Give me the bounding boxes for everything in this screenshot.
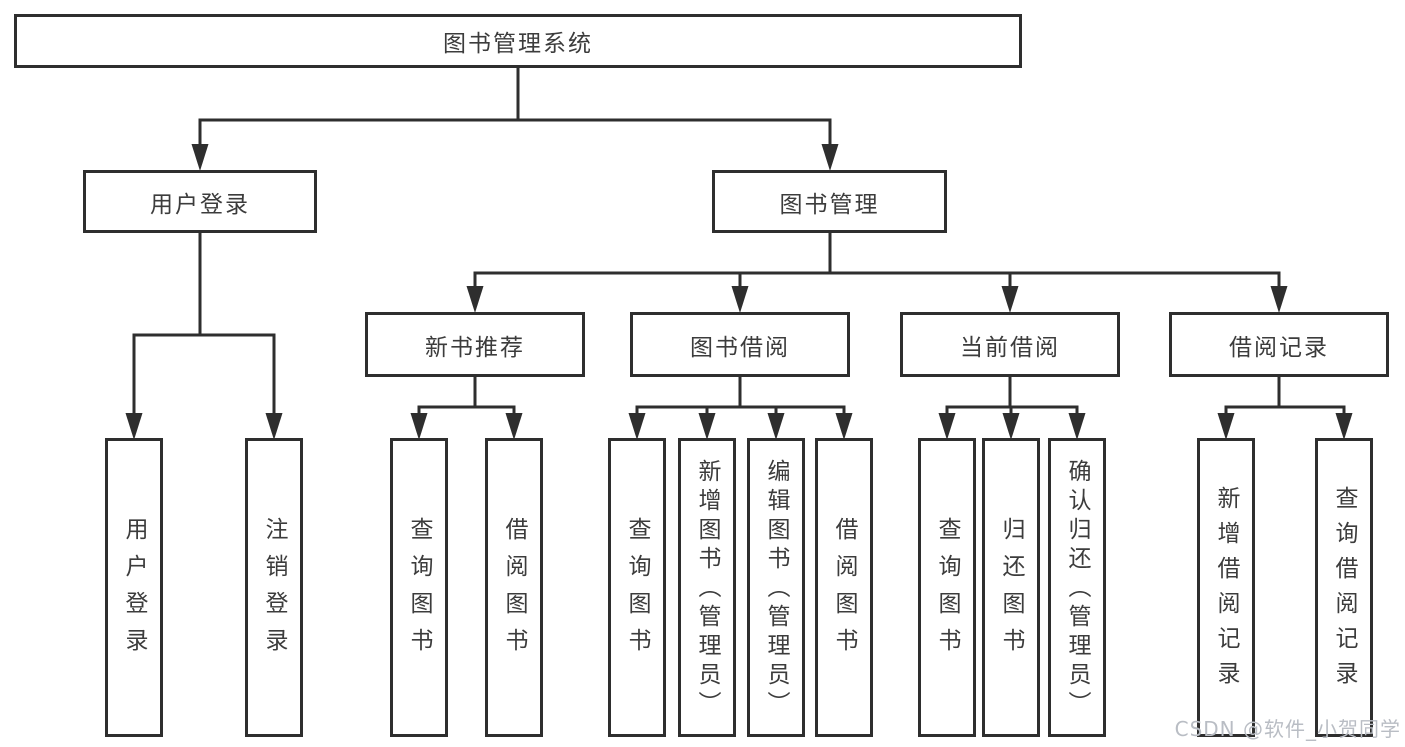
leaf-cb-confirm-return-admin: 确认归还（管理员） (1048, 438, 1106, 737)
leaf-bb-borrow-book: 借阅图书 (815, 438, 873, 737)
node-user-login-branch: 用户登录 (83, 170, 317, 233)
leaf-bb-query-book: 查询图书 (608, 438, 666, 737)
node-library-management-system: 图书管理系统 (14, 14, 1022, 68)
leaf-nbr-borrow-book: 借阅图书 (485, 438, 543, 737)
node-book-borrow: 图书借阅 (630, 312, 850, 377)
csdn-watermark: CSDN @软件_小贺同学 (1174, 717, 1401, 741)
leaf-br-add-record: 新增借阅记录 (1197, 438, 1255, 737)
leaf-logout: 注销登录 (245, 438, 303, 737)
leaf-br-query-record: 查询借阅记录 (1315, 438, 1373, 737)
leaf-user-login: 用户登录 (105, 438, 163, 737)
leaf-nbr-query-book: 查询图书 (390, 438, 448, 737)
leaf-cb-return-book: 归还图书 (982, 438, 1040, 737)
node-book-management: 图书管理 (712, 170, 947, 233)
node-new-book-recommend: 新书推荐 (365, 312, 585, 377)
node-current-borrow: 当前借阅 (900, 312, 1120, 377)
node-borrow-records: 借阅记录 (1169, 312, 1389, 377)
leaf-bb-edit-book-admin: 编辑图书（管理员） (747, 438, 805, 737)
leaf-bb-add-book-admin: 新增图书（管理员） (678, 438, 736, 737)
leaf-cb-query-book: 查询图书 (918, 438, 976, 737)
